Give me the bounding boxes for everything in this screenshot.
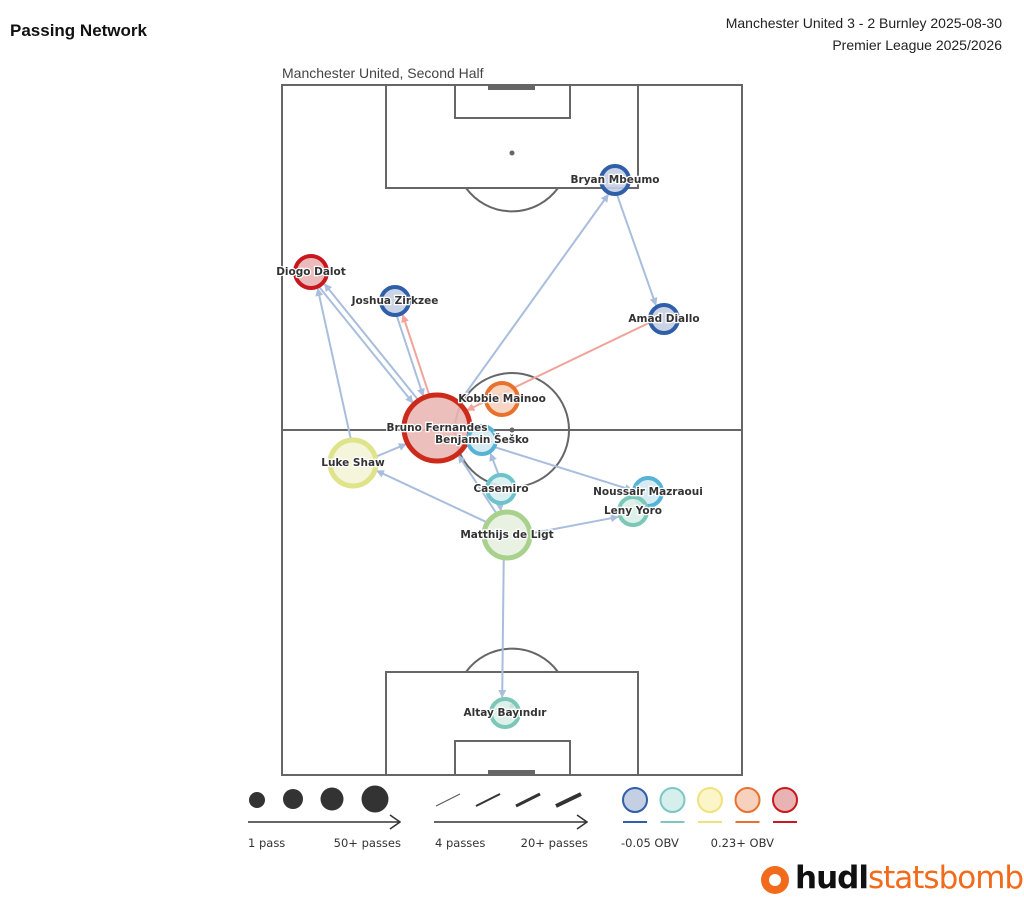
pass-edge <box>374 443 407 458</box>
pass-edge <box>489 452 500 476</box>
player-node <box>466 424 498 456</box>
legend-width-line <box>515 792 541 808</box>
player-circle <box>466 424 498 456</box>
legend-obv-swatch <box>622 787 648 813</box>
player-node <box>327 437 379 489</box>
pass-edge <box>457 454 498 515</box>
player-label: Leny Yoro <box>604 505 662 517</box>
player-node <box>485 473 517 505</box>
player-node <box>599 164 631 196</box>
pass-edge <box>498 557 507 698</box>
pass-edge <box>323 283 420 402</box>
brand-hudl: hudl <box>795 860 869 896</box>
player-node <box>484 381 520 417</box>
brand-logo: hudlstatsbomb <box>795 860 1024 896</box>
legend-width-line <box>475 793 501 807</box>
player-circle <box>485 473 517 505</box>
legend-width-min: 4 passes <box>435 836 485 850</box>
legend-width-line <box>435 793 461 807</box>
player-circle <box>327 437 379 489</box>
player-circle <box>617 495 649 527</box>
player-label: Joshua Zirkzee <box>351 295 439 307</box>
player-label: Matthijs de Ligt <box>460 529 553 541</box>
legend-obv-min: -0.05 OBV <box>621 836 679 850</box>
brand-statsbomb: statsbomb <box>867 860 1024 896</box>
player-label: Bruno Fernandes <box>387 422 488 434</box>
legend-size-max: 50+ passes <box>334 836 401 850</box>
pass-edge <box>376 469 488 524</box>
hudl-logo-icon <box>761 866 789 894</box>
pass-edge <box>615 193 658 306</box>
pass-edge <box>395 314 425 397</box>
pass-edge <box>494 446 633 492</box>
legend-size-dot <box>361 785 389 813</box>
legend-obv-swatch <box>659 787 686 813</box>
legend-width-line <box>555 792 582 808</box>
pass-edge <box>315 287 352 441</box>
match-title: Manchester United 3 - 2 Burnley 2025-08-… <box>725 15 1002 31</box>
player-label: Bryan Mbeumo <box>571 174 660 186</box>
player-circle <box>379 285 411 317</box>
player-node <box>401 392 473 464</box>
player-label: Benjamin Šeško <box>435 433 529 446</box>
legend-size-dot <box>283 789 303 809</box>
player-node <box>489 697 521 729</box>
chart-subtitle: Manchester United, Second Half <box>282 65 484 81</box>
legend: 1 pass 50+ passes 4 passes 20+ passes -0… <box>248 785 798 850</box>
legend-obv-swatch <box>697 787 723 813</box>
legend-obv-swatch <box>734 787 761 813</box>
pass-edge <box>317 285 414 404</box>
player-label: Altay Bayındır <box>464 707 548 719</box>
legend-obv-max: 0.23+ OBV <box>711 836 774 850</box>
player-label: Luke Shaw <box>321 457 385 469</box>
pass-edge <box>529 514 619 535</box>
player-node <box>617 495 649 527</box>
player-circle <box>489 697 521 729</box>
player-circle <box>293 254 329 290</box>
legend-obv-swatch <box>772 787 798 813</box>
player-label: Casemiro <box>473 483 528 495</box>
player-node <box>648 303 680 335</box>
player-circle <box>401 392 473 464</box>
legend-size-min: 1 pass <box>248 836 285 850</box>
player-circle <box>481 509 533 561</box>
pass-edge <box>457 193 609 404</box>
player-label: Noussair Mazraoui <box>593 486 703 498</box>
legend-size-dot <box>320 787 344 811</box>
player-circle <box>599 164 631 196</box>
player-node <box>379 285 411 317</box>
legend-size-dot <box>249 792 265 808</box>
player-label: Amad Diallo <box>628 313 699 325</box>
player-label: Diogo Dalot <box>276 266 346 278</box>
player-node <box>481 509 533 561</box>
pass-edge <box>401 314 431 397</box>
match-info: Manchester United 3 - 2 Burnley 2025-08-… <box>726 12 1002 56</box>
legend-width-max: 20+ passes <box>521 836 588 850</box>
player-circle <box>648 303 680 335</box>
player-label: Kobbie Mainoo <box>458 393 546 405</box>
player-node <box>293 254 329 290</box>
player-circle <box>484 381 520 417</box>
competition: Premier League 2025/2026 <box>832 37 1002 53</box>
page-title: Passing Network <box>10 21 147 40</box>
